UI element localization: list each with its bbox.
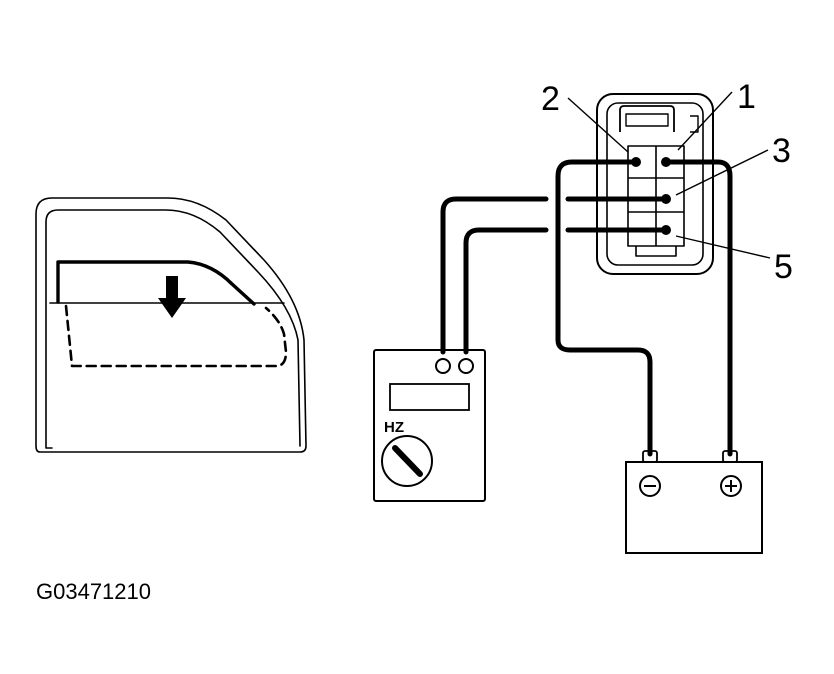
battery-positive-symbol [720, 475, 742, 497]
meter-display [389, 383, 470, 411]
door-frame-inner [45, 209, 301, 449]
door-outer-outline [35, 197, 307, 453]
battery [625, 450, 763, 554]
connector-pin-dots [631, 157, 671, 235]
meter-jack-left [435, 358, 451, 374]
wiring [440, 159, 733, 457]
connector-lock-tab [619, 105, 675, 132]
figure-id: G03471210 [36, 579, 151, 604]
battery-negative-symbol [639, 475, 661, 497]
meter-wire-a [440, 196, 549, 355]
meter-dial-pointer [392, 445, 423, 477]
window-lowered-dashed [64, 304, 288, 368]
meter-mode-label: HZ [384, 419, 404, 436]
window-glass-top [56, 260, 256, 306]
switch-connector [596, 93, 714, 275]
pin-label-5: 5 [774, 248, 793, 286]
pin-label-3: 3 [772, 132, 791, 170]
leader-line-5 [675, 235, 771, 259]
connector-lock-tab-inner [625, 113, 669, 127]
meter-wire-b [463, 227, 549, 355]
battery-positive-wire [663, 159, 733, 457]
battery-body [625, 461, 763, 554]
pin-dot-1 [661, 157, 671, 167]
pin-leader-lines [567, 91, 771, 259]
window-down-arrow [158, 276, 186, 318]
connector-housing-inner [606, 102, 704, 266]
pin-dot-5 [661, 225, 671, 235]
pin-label-2: 2 [541, 80, 560, 118]
leader-line-3 [675, 149, 769, 196]
frequency-meter [373, 349, 486, 502]
battery-negative-wire [555, 159, 653, 457]
pin-dot-2 [631, 157, 641, 167]
battery-terminal-positive [722, 450, 738, 463]
leader-line-1 [677, 91, 733, 151]
connector-cavity-grid [627, 145, 685, 247]
connector-housing-outer [596, 93, 714, 275]
meter-body [373, 349, 486, 502]
pin-dot-3 [661, 194, 671, 204]
meter-dial [381, 435, 433, 487]
meter-jack-right [458, 358, 474, 374]
connector-bottom-key [635, 246, 677, 257]
battery-terminal-negative [642, 450, 658, 463]
pin-label-1: 1 [737, 78, 756, 116]
car-door [35, 197, 307, 453]
leader-line-2 [567, 97, 629, 153]
